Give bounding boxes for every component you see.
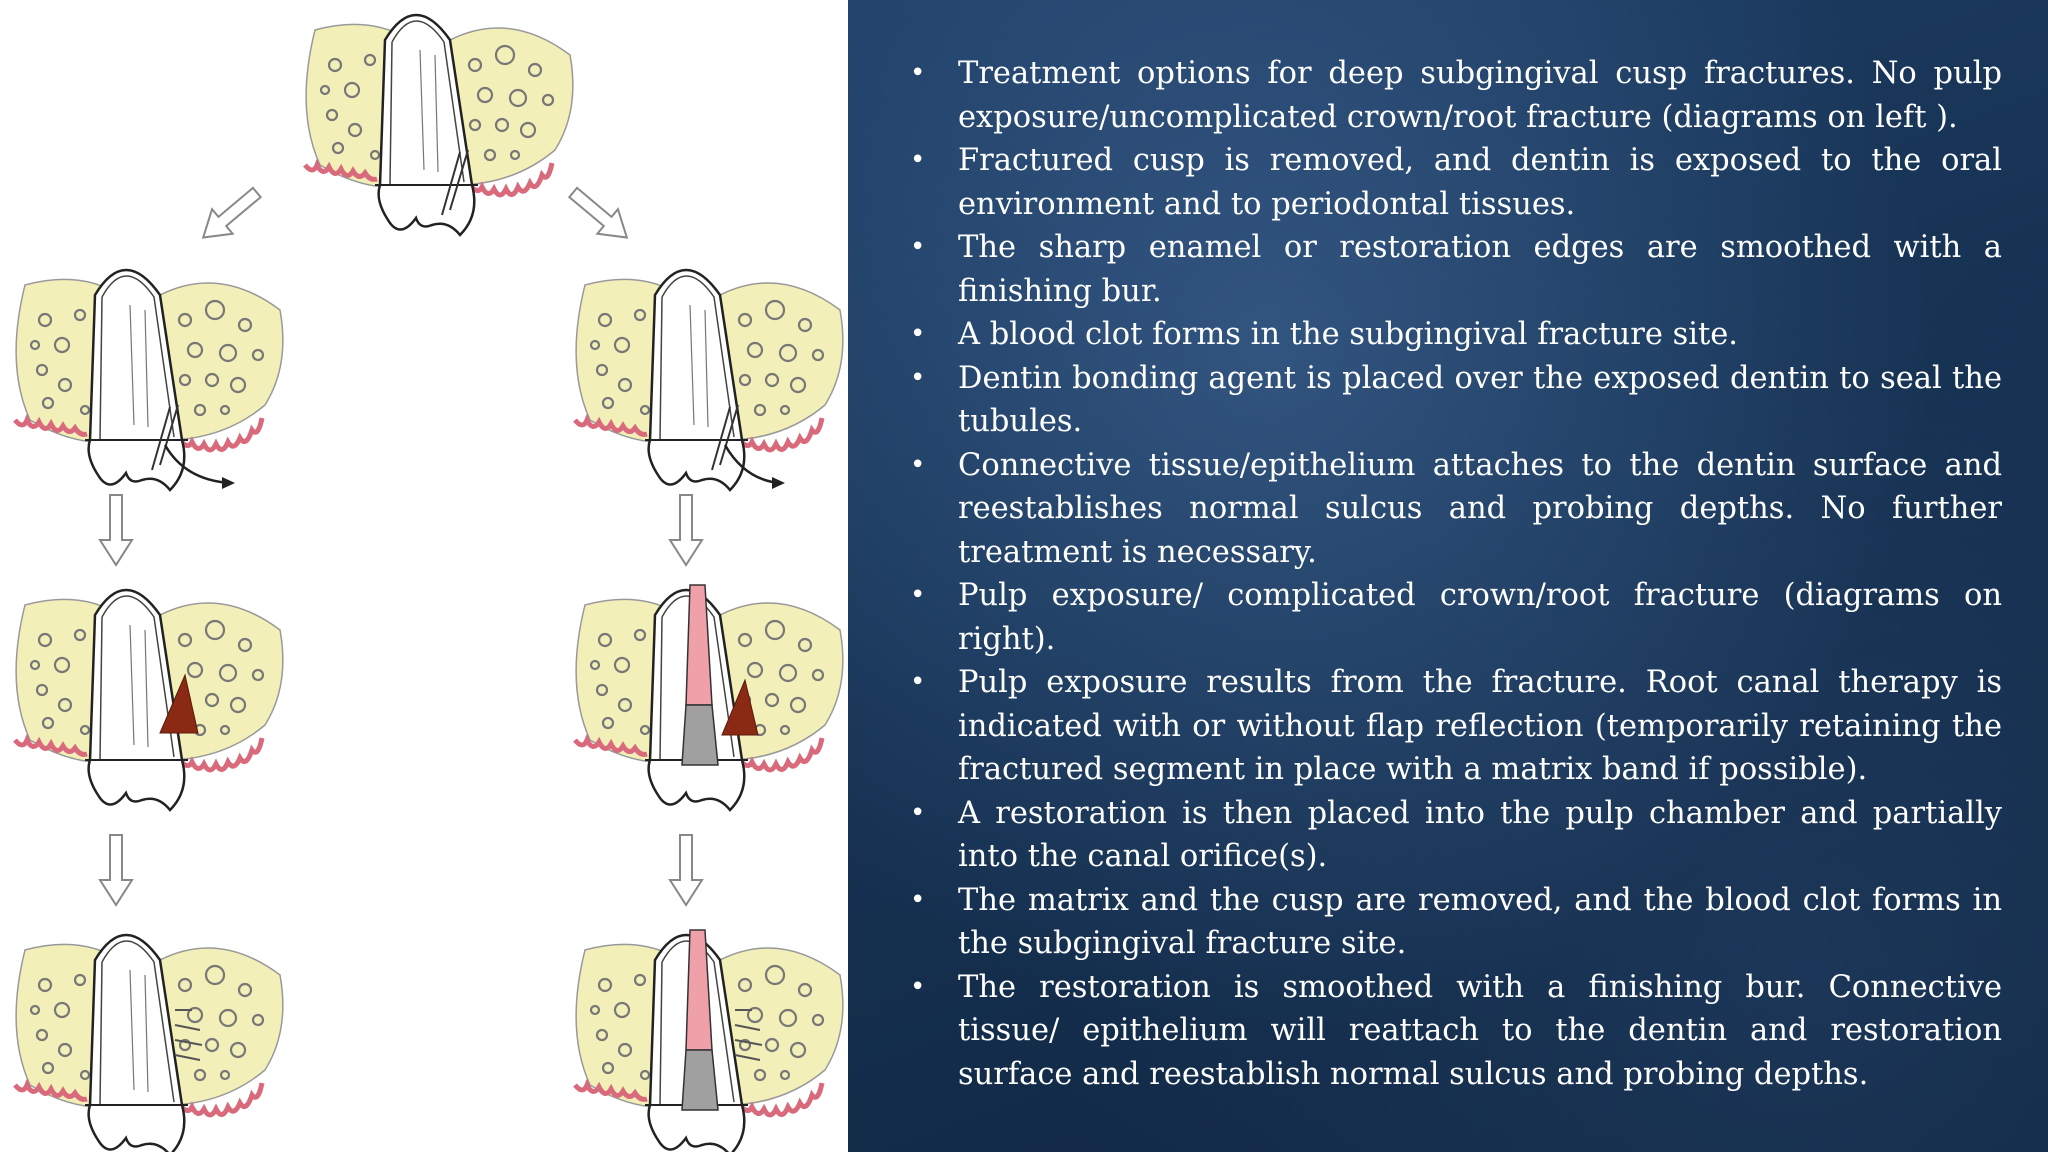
tooth-figure-left-3 [15,933,284,1156]
tooth-figure-right-1 [575,268,844,492]
bullet-item: Treatment options for deep subgingival c… [910,52,2002,139]
treatment-diagram-svg [0,13,844,1156]
down-arrow-icon-left-1 [99,494,133,566]
down-arrow-icon-right-2 [669,834,703,906]
bullet-item: The sharp enamel or restoration edges ar… [910,226,2002,313]
bullet-item: Dentin bonding agent is placed over the … [910,357,2002,444]
tooth-figure-right-2 [575,584,844,812]
bullet-item: A blood clot forms in the subgingival fr… [910,313,2002,357]
text-panel: Treatment options for deep subgingival c… [848,0,2048,1152]
arrow-icon-right [567,186,629,239]
bullet-item: Fractured cusp is removed, and dentin is… [910,139,2002,226]
down-arrow-icon-right-1 [669,494,703,566]
down-arrow-icon-left-2 [99,834,133,906]
bullet-item: A restoration is then placed into the pu… [910,792,2002,879]
tooth-figure-right-3 [575,929,844,1156]
bullet-item: The restoration is smoothed with a finis… [910,966,2002,1097]
tooth-figure-left-2 [15,588,284,812]
bullet-item: Pulp exposure results from the fracture.… [910,661,2002,792]
arrow-icon-left [201,186,263,239]
bullet-item: Pulp exposure/ complicated crown/root fr… [910,574,2002,661]
bullet-item: The matrix and the cusp are removed, and… [910,879,2002,966]
tooth-figure-top [305,13,574,237]
bullet-item: Connective tissue/epithelium attaches to… [910,444,2002,575]
tooth-figure-left-1 [15,268,284,492]
treatment-diagram [0,0,848,1156]
bullet-list: Treatment options for deep subgingival c… [910,52,2002,1096]
